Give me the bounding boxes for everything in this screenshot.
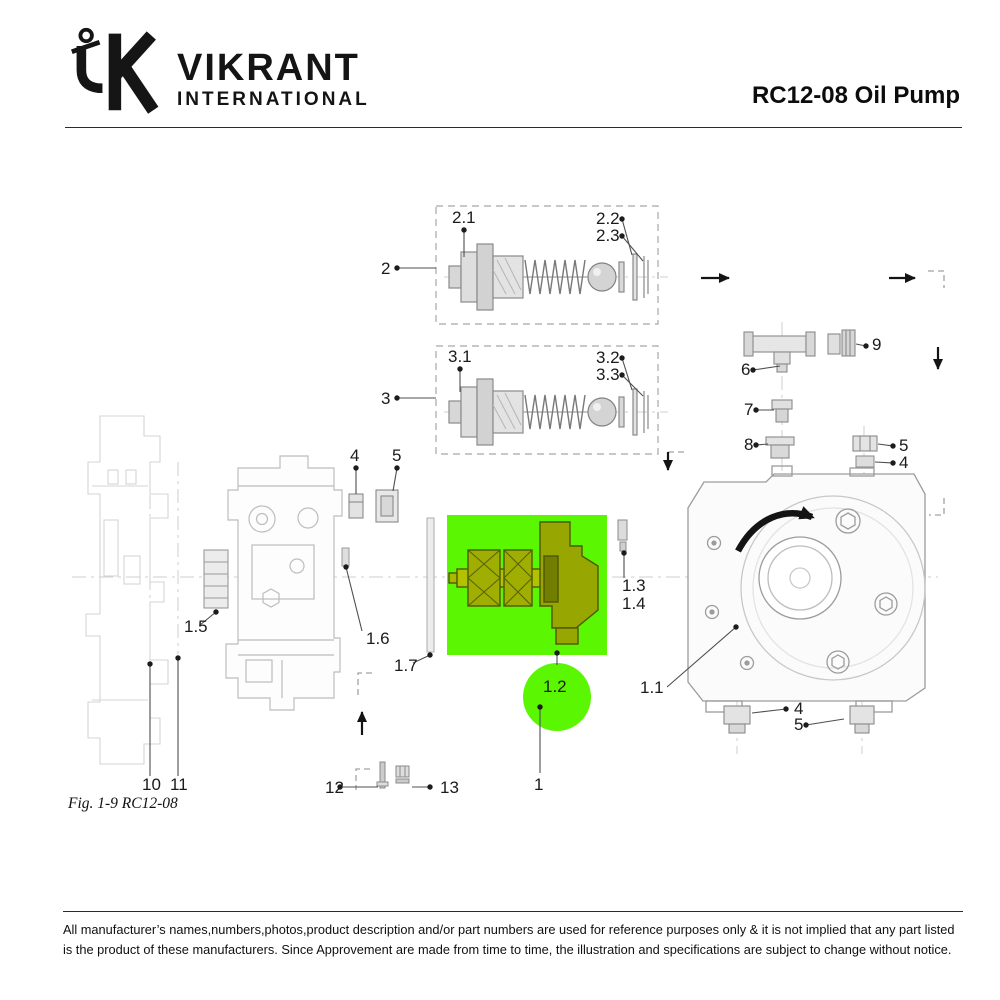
part-label-4-top: 4: [350, 446, 359, 465]
part-label-5-top: 5: [392, 446, 401, 465]
mounting-flange-left: [85, 415, 169, 765]
plug-part-4-bottom: [723, 705, 751, 734]
bearing-part-1-5: [203, 549, 229, 609]
key-parts-1-3-1-4: [617, 519, 628, 552]
brand-subtitle: INTERNATIONAL: [177, 89, 370, 110]
part-label-10: 10: [142, 775, 161, 794]
figure-caption: Fig. 1-9 RC12-08: [67, 795, 178, 812]
part-label-1-6: 1.6: [366, 629, 390, 648]
part-label-9: 9: [872, 335, 881, 354]
coupling-part-8: [765, 436, 795, 459]
part-label-1: 1: [534, 775, 543, 794]
part-label-2-3: 2.3: [596, 226, 620, 245]
pump-body-right: [687, 465, 926, 713]
nut-part-13: [395, 765, 410, 784]
valve-part-5-top: [375, 489, 399, 523]
plug-part-4-top: [348, 493, 364, 519]
pump-housing-left: [225, 455, 343, 711]
part-label-1-2: 1.2: [543, 677, 567, 696]
plug-part-5-right: [852, 435, 878, 452]
part-label-4-right: 4: [899, 453, 908, 472]
brand-anchor-logo-icon: [71, 27, 159, 114]
brand: VIKRANT INTERNATIONAL: [65, 24, 370, 116]
ring-part-4-right: [855, 455, 875, 468]
valve-2-dashed-box: [435, 205, 659, 325]
part-label-8: 8: [744, 435, 753, 454]
pin-part-1-6: [341, 547, 350, 567]
leader-dots: [147, 216, 896, 790]
part-label-5-right: 5: [899, 436, 908, 455]
rotation-arrow: [735, 506, 815, 553]
fitting-part-7: [771, 399, 793, 423]
footer-disclaimer: All manufacturer’s names,numbers,photos,…: [63, 911, 963, 960]
brand-name: VIKRANT: [177, 47, 360, 89]
part-label-7: 7: [744, 400, 753, 419]
header-divider: [65, 127, 962, 128]
leader-lines: [149, 218, 894, 788]
page-title: RC12-08 Oil Pump: [751, 82, 960, 109]
header: VIKRANT INTERNATIONAL RC12-08 Oil Pump: [65, 24, 960, 116]
part-label-12: 12: [325, 778, 344, 797]
part-label-1-4: 1.4: [622, 594, 646, 613]
part-label-13: 13: [440, 778, 459, 797]
rotor-shaft-part: [448, 521, 599, 645]
part-label-3-1: 3.1: [448, 347, 472, 366]
part-label-1-5: 1.5: [184, 617, 208, 636]
disclaimer-line-1: All manufacturer’s names,numbers,photos,…: [63, 922, 955, 937]
tee-fitting-part-6: [743, 331, 816, 373]
highlight-circle-1-2: [523, 663, 591, 731]
part-label-3-2: 3.2: [596, 348, 620, 367]
part-label-6: 6: [741, 360, 750, 379]
part-label-4-bottom: 4: [794, 699, 803, 718]
part-label-11: 11: [170, 775, 188, 794]
connector-part-9: [827, 329, 856, 357]
disclaimer-line-2: is the product of these manufacturers. S…: [63, 942, 952, 957]
stud-part-12: [376, 761, 389, 789]
part-label-1-3: 1.3: [622, 576, 646, 595]
part-label-1-1: 1.1: [640, 678, 664, 697]
brand-text: VIKRANT INTERNATIONAL: [177, 47, 370, 111]
part-label-2: 2: [381, 259, 390, 278]
part-label-3: 3: [381, 389, 390, 408]
part-label-2-2: 2.2: [596, 209, 620, 228]
valve-3-dashed-box: [435, 345, 659, 455]
gasket-part-1-7: [426, 517, 435, 653]
part-label-3-3: 3.3: [596, 365, 620, 384]
plug-part-5-bottom: [849, 705, 875, 734]
part-label-5-bottom: 5: [794, 715, 803, 734]
routing-corners: [355, 270, 945, 790]
part-label-1-7: 1.7: [394, 656, 418, 675]
part-label-2-1: 2.1: [452, 208, 476, 227]
flow-arrows: [357, 273, 943, 735]
